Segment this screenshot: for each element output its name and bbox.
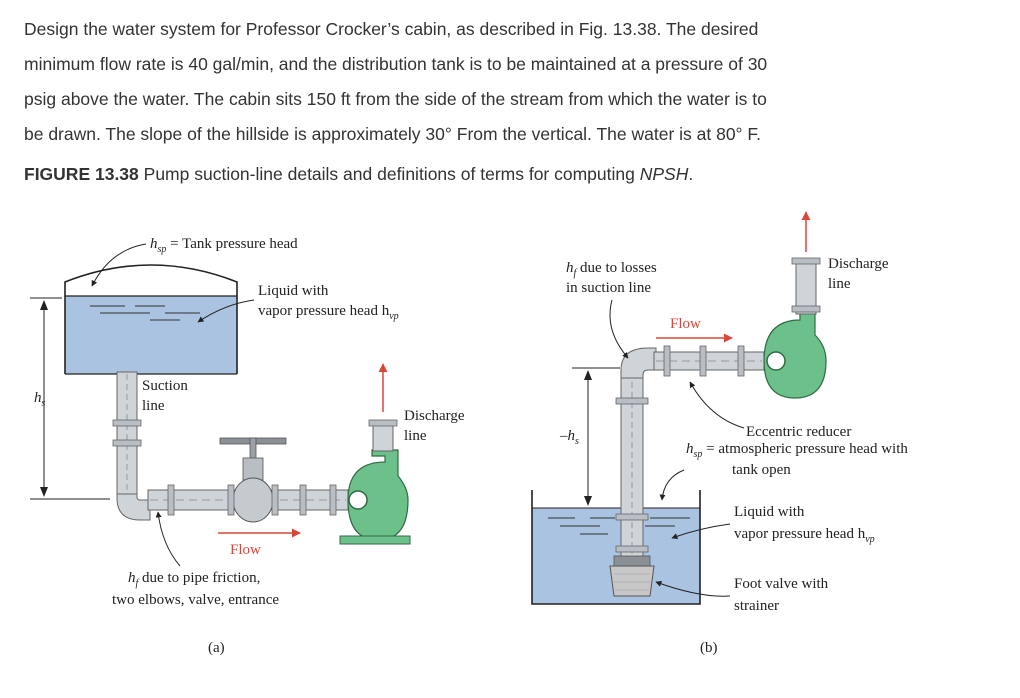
elbow-a — [116, 493, 151, 521]
hs-label-b: –hs — [559, 428, 579, 447]
hf-label-a-2: two elbows, valve, entrance — [112, 592, 279, 608]
caption-text: Pump suction-line details and definition… — [138, 164, 640, 184]
flow-label-a: Flow — [230, 542, 261, 558]
hf-label-a-1: hf due to pipe friction, — [128, 570, 260, 589]
elbow-b — [620, 347, 657, 379]
problem-line-2: minimum flow rate is 40 gal/min, and the… — [24, 54, 768, 74]
hf-pointer-b — [609, 299, 629, 359]
liquid-label-a-2: vapor pressure head hvp — [258, 303, 399, 322]
figure-number: FIGURE 13.38 — [24, 164, 139, 184]
suction-pipe-b — [615, 377, 649, 559]
hsp-label-b-2: tank open — [732, 462, 791, 478]
hf-pointer-a — [155, 511, 181, 567]
horizontal-pipe-b — [653, 345, 765, 377]
problem-line-3: psig above the water. The cabin sits 150… — [24, 89, 767, 109]
suction-label-a-1: Suction — [142, 378, 188, 394]
suction-pipe-a — [112, 371, 142, 495]
pump-a — [339, 419, 411, 545]
caption-end: . — [688, 164, 694, 184]
hsp-label-b-1: hsp = atmospheric pressure head with — [686, 441, 908, 460]
discharge-label-a-2: line — [404, 428, 427, 444]
caption-npsh: NPSH — [639, 164, 689, 184]
foot-label-b-1: Foot valve with — [734, 576, 829, 592]
discharge-label-b-1: Discharge — [828, 256, 889, 272]
foot-valve-b — [609, 555, 655, 597]
panel-label-b: (b) — [700, 640, 718, 656]
discharge-label-b-2: line — [828, 276, 851, 292]
valve-a — [219, 437, 287, 523]
tank-a-water — [65, 296, 237, 374]
hsp-label-a: hsp = Tank pressure head — [150, 236, 298, 255]
hs-label-a: hs — [34, 390, 46, 409]
hsp-pointer-b — [659, 469, 685, 501]
liquid-pointer-b — [671, 523, 731, 540]
diagram-a: hs — [30, 236, 465, 656]
liquid-label-b-2: vapor pressure head hvp — [734, 526, 875, 545]
tank-a — [64, 264, 238, 375]
problem-line-4: be drawn. The slope of the hillside is a… — [24, 124, 762, 144]
reducer-pointer-b — [689, 381, 745, 429]
hsp-pointer-a — [91, 243, 147, 287]
suction-label-a-2: line — [142, 398, 165, 414]
hs-dimension-b — [572, 367, 620, 506]
liquid-label-b-1: Liquid with — [734, 504, 805, 520]
hf-label-b-2: in suction line — [566, 280, 651, 296]
flow-label-b: Flow — [670, 316, 701, 332]
figure-caption: FIGURE 13.38 Pump suction-line details a… — [24, 164, 999, 185]
problem-statement: Design the water system for Professor Cr… — [24, 12, 999, 152]
liquid-label-a-1: Liquid with — [258, 283, 329, 299]
foot-pointer-b — [655, 581, 731, 597]
panel-label-a: (a) — [208, 640, 225, 656]
foot-label-b-2: strainer — [734, 598, 779, 614]
hf-label-b-1: hf due to losses — [566, 260, 657, 279]
discharge-label-a-1: Discharge — [404, 408, 465, 424]
hs-dimension-a — [30, 297, 110, 500]
problem-line-1: Design the water system for Professor Cr… — [24, 19, 759, 39]
liquid-pointer-a — [197, 299, 255, 323]
diagram-b: –hs — [531, 211, 908, 656]
pump-b — [763, 257, 827, 399]
reducer-label-b: Eccentric reducer — [746, 424, 851, 440]
